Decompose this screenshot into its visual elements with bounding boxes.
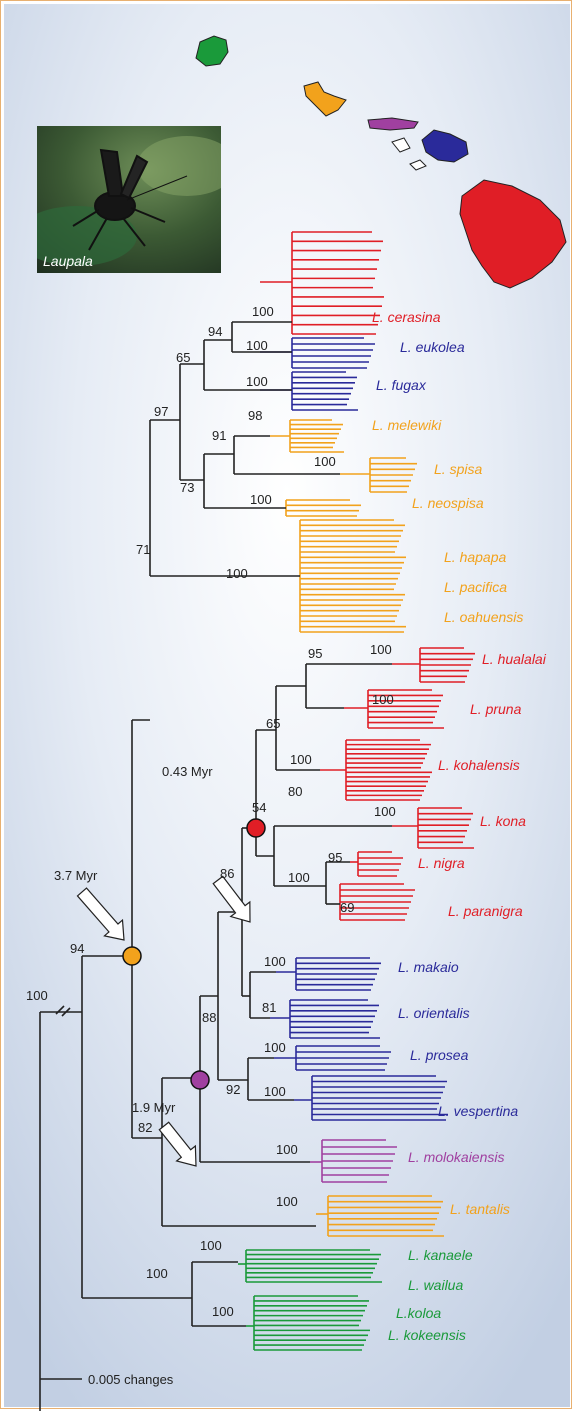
support-value: 100 xyxy=(370,642,392,657)
species-label: L. molokaiensis xyxy=(408,1149,505,1165)
kauai-island xyxy=(195,35,229,67)
support-value: 81 xyxy=(262,1000,276,1015)
kahoolawe-island xyxy=(409,159,427,171)
support-value: 100 xyxy=(374,804,396,819)
support-value: 100 xyxy=(314,454,336,469)
species-label: L. melewiki xyxy=(372,417,442,433)
species-label: L. prosea xyxy=(410,1047,469,1063)
laupala-photo: Laupala xyxy=(37,126,221,273)
species-label: L. kohalensis xyxy=(438,757,520,773)
age-label-2: 0.43 Myr xyxy=(162,764,213,779)
support-value: 71 xyxy=(136,542,150,557)
support-value: 100 xyxy=(288,870,310,885)
support-value: 100 xyxy=(200,1238,222,1253)
species-label: L.koloa xyxy=(396,1305,441,1321)
cricket-image: Laupala xyxy=(37,126,221,273)
support-value: 95 xyxy=(308,646,322,661)
species-label: L. fugax xyxy=(376,377,427,393)
species-label: L. cerasina xyxy=(372,309,441,325)
species-label: L. kokeensis xyxy=(388,1327,466,1343)
species-label: L. oahuensis xyxy=(444,609,523,625)
support-value: 69 xyxy=(340,900,354,915)
support-value: 54 xyxy=(252,800,266,815)
support-value: 100 xyxy=(226,566,248,581)
support-value: 97 xyxy=(154,404,168,419)
support-value: 100 xyxy=(246,338,268,353)
support-value: 94 xyxy=(208,324,222,339)
islands-map xyxy=(195,35,567,289)
species-label: L. wailua xyxy=(408,1277,463,1293)
age-arrow-1 xyxy=(76,887,125,941)
species-label: L. hapapa xyxy=(444,549,506,565)
species-label: L. pacifica xyxy=(444,579,507,595)
support-value: 100 xyxy=(372,692,394,707)
support-value: 88 xyxy=(202,1010,216,1025)
species-label: L. vespertina xyxy=(438,1103,518,1119)
support-value: 100 xyxy=(264,1040,286,1055)
age-label-1: 3.7 Myr xyxy=(54,868,98,883)
support-value: 94 xyxy=(70,941,84,956)
species-label: L. kona xyxy=(480,813,526,829)
support-value: 100 xyxy=(246,374,268,389)
support-value: 73 xyxy=(180,480,194,495)
break-mark xyxy=(61,1007,71,1017)
support-value: 100 xyxy=(264,954,286,969)
cricket-body xyxy=(72,148,188,251)
age-node-3 xyxy=(190,1070,210,1090)
support-value: 100 xyxy=(26,988,48,1003)
species-label: L. hualalai xyxy=(482,651,547,667)
support-value: 80 xyxy=(288,784,302,799)
support-value: 100 xyxy=(212,1304,234,1319)
oahu-island xyxy=(303,81,347,117)
support-value: 100 xyxy=(276,1194,298,1209)
species-label: L. tantalis xyxy=(450,1201,510,1217)
age-arrow-3 xyxy=(158,1121,197,1167)
support-value: 100 xyxy=(276,1142,298,1157)
species-label: L. spisa xyxy=(434,461,482,477)
support-value: 98 xyxy=(248,408,262,423)
age-node-1 xyxy=(122,946,142,966)
support-value: 86 xyxy=(220,866,234,881)
support-value: 65 xyxy=(266,716,280,731)
species-label: L. paranigra xyxy=(448,903,523,919)
lanai-island xyxy=(391,137,411,153)
species-label: L. nigra xyxy=(418,855,465,871)
support-value: 95 xyxy=(328,850,342,865)
break-mark xyxy=(55,1005,65,1015)
tree-branches xyxy=(39,231,475,1411)
hawaii-island xyxy=(459,179,567,289)
age-node-2 xyxy=(246,818,266,838)
species-label: L. eukolea xyxy=(400,339,465,355)
support-value: 100 xyxy=(252,304,274,319)
age-label-3: 1.9 Myr xyxy=(132,1100,176,1115)
support-value: 91 xyxy=(212,428,226,443)
species-label: L. neospisa xyxy=(412,495,484,511)
age-arrow-2 xyxy=(212,875,251,923)
support-value: 100 xyxy=(250,492,272,507)
species-label: L. pruna xyxy=(470,701,522,717)
support-value: 92 xyxy=(226,1082,240,1097)
species-label: L. orientalis xyxy=(398,1005,470,1021)
support-value: 82 xyxy=(138,1120,152,1135)
scale-bar-label: 0.005 changes xyxy=(88,1372,174,1387)
photo-caption: Laupala xyxy=(43,253,93,269)
support-value: 65 xyxy=(176,350,190,365)
species-label: L. kanaele xyxy=(408,1247,473,1263)
support-value: 100 xyxy=(264,1084,286,1099)
maui-island xyxy=(421,129,469,163)
support-value: 100 xyxy=(146,1266,168,1281)
tree-labels: 3.7 Myr 0.43 Myr 1.9 Myr L. cerasina L. euko… xyxy=(26,304,547,1387)
molokai-island xyxy=(367,117,419,131)
support-value: 100 xyxy=(290,752,312,767)
species-label: L. makaio xyxy=(398,959,459,975)
